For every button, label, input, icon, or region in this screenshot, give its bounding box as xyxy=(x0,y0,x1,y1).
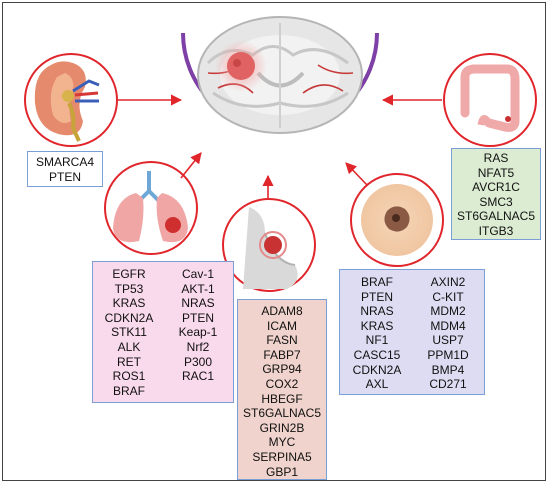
kidney-gene-box: SMARCA4 PTEN xyxy=(27,151,103,187)
lung-gene: NRAS xyxy=(181,296,215,311)
colon-gene: ITGB3 xyxy=(478,223,514,238)
lung-gene: RET xyxy=(117,354,141,369)
lung-gene: PTEN xyxy=(181,310,214,325)
brain-icon xyxy=(197,16,363,134)
lung-gene: STK11 xyxy=(111,325,147,340)
skin-gene: CDKN2A xyxy=(352,362,402,377)
diagram-artwork xyxy=(24,16,537,292)
lung-gene: RAC1 xyxy=(181,369,214,384)
lung-gene: KRAS xyxy=(112,296,146,311)
skin-lesion-icon xyxy=(361,184,433,256)
skin-gene: MDM2 xyxy=(430,304,466,319)
kidney-gene: PTEN xyxy=(48,169,81,184)
breast-gene: HBEGF xyxy=(261,391,303,406)
skin-gene: CD271 xyxy=(429,377,467,392)
skin-gene: AXIN2 xyxy=(430,275,466,289)
breast-gene: ADAM8 xyxy=(261,304,303,318)
breast-gene: GRP94 xyxy=(262,362,302,377)
lungs-icon xyxy=(113,171,188,243)
breast-gene: SERPINA5 xyxy=(252,449,312,464)
skin-gene: BMP4 xyxy=(431,362,465,377)
lung-gene: ROS1 xyxy=(112,369,146,384)
skin-gene: MDM4 xyxy=(430,318,466,333)
skin-gene: PTEN xyxy=(360,289,393,304)
breast-gene-box: ADAM8 ICAM FASN FABP7 GRP94 COX2 HBEGF S… xyxy=(237,299,327,480)
breast-gene: MYC xyxy=(268,435,296,450)
colon-gene-box: RAS NFAT5 AVCR1C SMC3 ST6GALNAC5 ITGB3 xyxy=(451,148,541,240)
skin-gene: C-KIT xyxy=(432,289,464,304)
breast-icon xyxy=(243,207,298,289)
lung-gene: AKT-1 xyxy=(181,281,215,296)
skin-gene: NF1 xyxy=(365,333,389,348)
skin-gene: KRAS xyxy=(360,318,394,333)
breast-gene: GRIN2B xyxy=(259,420,305,435)
lung-gene-box: EGFR TP53 KRAS CDKN2A STK11 ALK RET ROS1… xyxy=(92,261,234,403)
skin-gene: NRAS xyxy=(360,304,394,319)
breast-gene: GBP1 xyxy=(265,464,298,479)
lung-gene: TP53 xyxy=(114,281,144,296)
skin-gene: CASC15 xyxy=(353,347,401,362)
lung-gene: Keap-1 xyxy=(178,325,218,340)
breast-gene: ICAM xyxy=(267,318,297,333)
skin-gene: PPM1D xyxy=(427,347,469,362)
breast-gene: FASN xyxy=(266,333,298,348)
breast-gene: FABP7 xyxy=(263,347,301,362)
lung-gene: Nrf2 xyxy=(186,339,210,354)
skin-gene: AXL xyxy=(365,377,389,392)
lung-gene: CDKN2A xyxy=(104,310,154,325)
colon-gene: RAS xyxy=(483,151,509,165)
lung-gene: BRAF xyxy=(112,383,145,398)
lung-gene: Cav-1 xyxy=(181,267,214,281)
lung-gene: P300 xyxy=(183,354,213,369)
skin-gene-box: BRAF PTEN NRAS KRAS NF1 CASC15 CDKN2A AX… xyxy=(339,269,485,395)
lung-gene: EGFR xyxy=(112,267,146,281)
colon-gene: AVCR1C xyxy=(472,180,520,195)
skin-gene: USP7 xyxy=(432,333,464,348)
colon-gene: NFAT5 xyxy=(477,165,515,180)
figure-frame: SMARCA4 PTEN EGFR TP53 KRAS CDKN2A STK11… xyxy=(2,2,546,481)
breast-gene: ST6GALNAC5 xyxy=(242,406,322,421)
arrows xyxy=(118,94,442,198)
lung-gene: ALK xyxy=(117,339,141,354)
kidney-gene: SMARCA4 xyxy=(35,155,94,169)
colon-gene: ST6GALNAC5 xyxy=(456,209,536,224)
colon-icon xyxy=(460,64,520,132)
breast-gene: COX2 xyxy=(265,376,299,391)
kidney-icon xyxy=(34,61,100,142)
colon-gene: SMC3 xyxy=(479,194,513,209)
skin-gene: BRAF xyxy=(360,275,393,289)
